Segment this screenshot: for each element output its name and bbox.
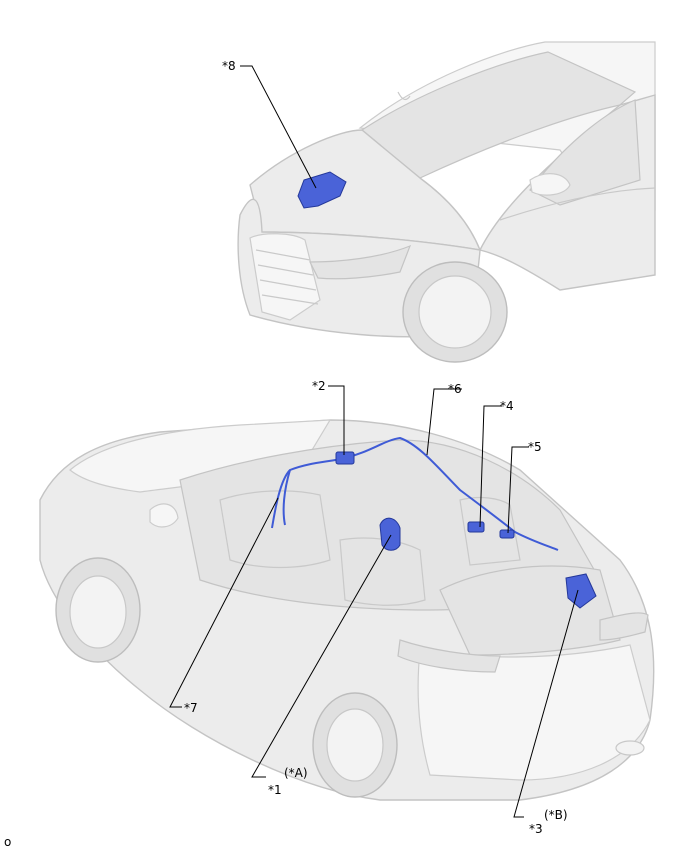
rear-vehicle-view [39, 419, 655, 801]
front-vehicle-view [237, 41, 656, 363]
component-2-marker [335, 451, 355, 465]
callout-1: *1 [268, 783, 282, 797]
callout-2: *2 [312, 379, 326, 393]
callout-8: *8 [222, 59, 236, 73]
wire-harness [271, 436, 559, 551]
leader-lines [169, 65, 579, 818]
callout-b: (*B) [544, 808, 568, 822]
callout-labels: *8 *2 *6 *4 *5 *7 (*A) *1 (*B) *3 o [4, 59, 568, 849]
callout-7: *7 [184, 701, 198, 715]
callout-6: *6 [448, 382, 462, 396]
callout-4: *4 [500, 399, 514, 413]
component-8-marker [297, 171, 347, 209]
callout-a: (*A) [284, 766, 308, 780]
component-4-marker [467, 521, 485, 533]
callout-5: *5 [528, 440, 542, 454]
figure-id: o [4, 835, 11, 849]
component-1-marker [379, 517, 401, 551]
component-5-marker [499, 529, 515, 539]
component-3-marker [565, 573, 597, 609]
callout-3: *3 [529, 822, 543, 836]
